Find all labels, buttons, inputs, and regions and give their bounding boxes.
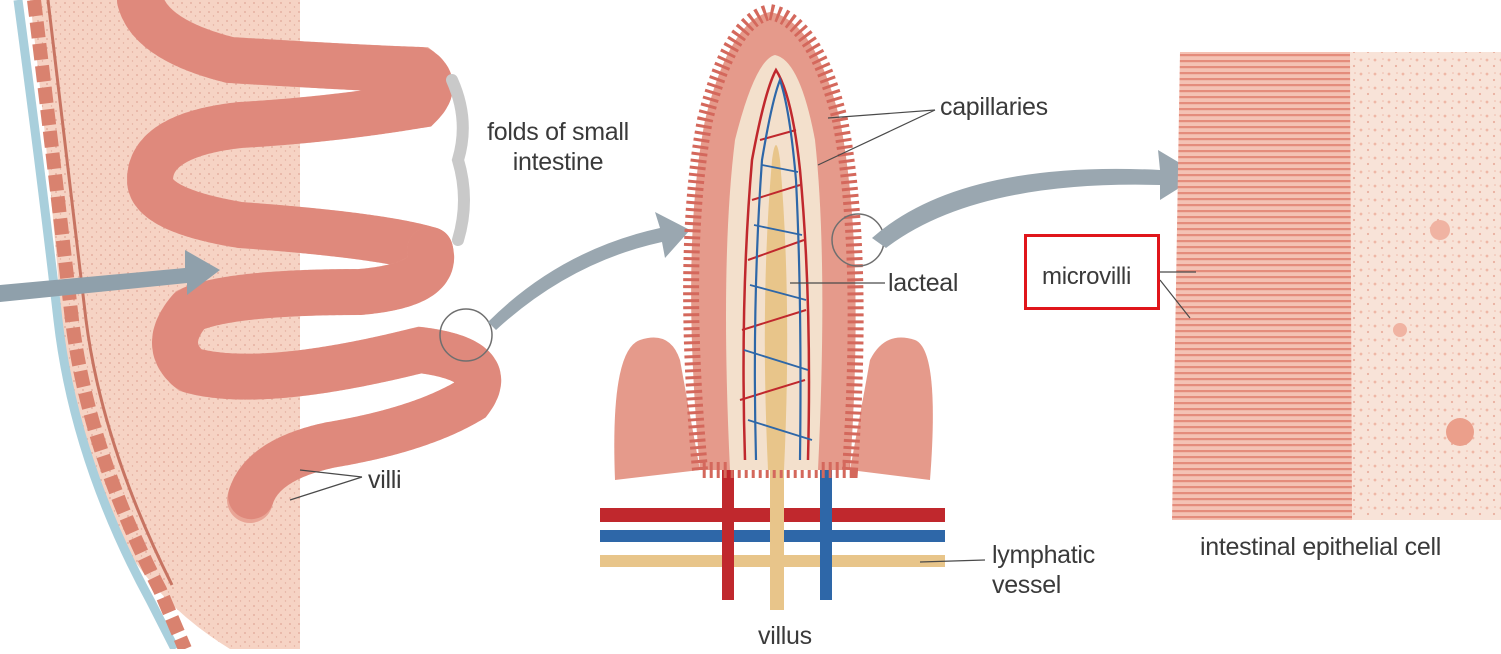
intestine-folds <box>0 0 492 649</box>
villus-label: villus <box>758 621 812 651</box>
villi-label: villi <box>368 465 401 495</box>
lymphatic-vessel-label: lymphatic vessel <box>992 540 1095 600</box>
lymphatic-label-line2: vessel <box>992 570 1095 600</box>
capillaries-label: capillaries <box>940 92 1048 122</box>
lymphatic-label-line1: lymphatic <box>992 540 1095 570</box>
lacteal-label: lacteal <box>888 268 958 298</box>
zoom-arrow-1 <box>488 212 690 330</box>
folds-label: folds of small intestine <box>478 117 638 177</box>
villus-illustration <box>600 12 985 610</box>
epithelial-cell-label: intestinal epithelial cell <box>1200 532 1441 562</box>
folds-label-line1: folds of small <box>478 117 638 147</box>
folds-label-line2: intestine <box>478 147 638 177</box>
microvilli-highlight-box <box>1024 234 1160 310</box>
epithelial-cell <box>1160 52 1501 520</box>
